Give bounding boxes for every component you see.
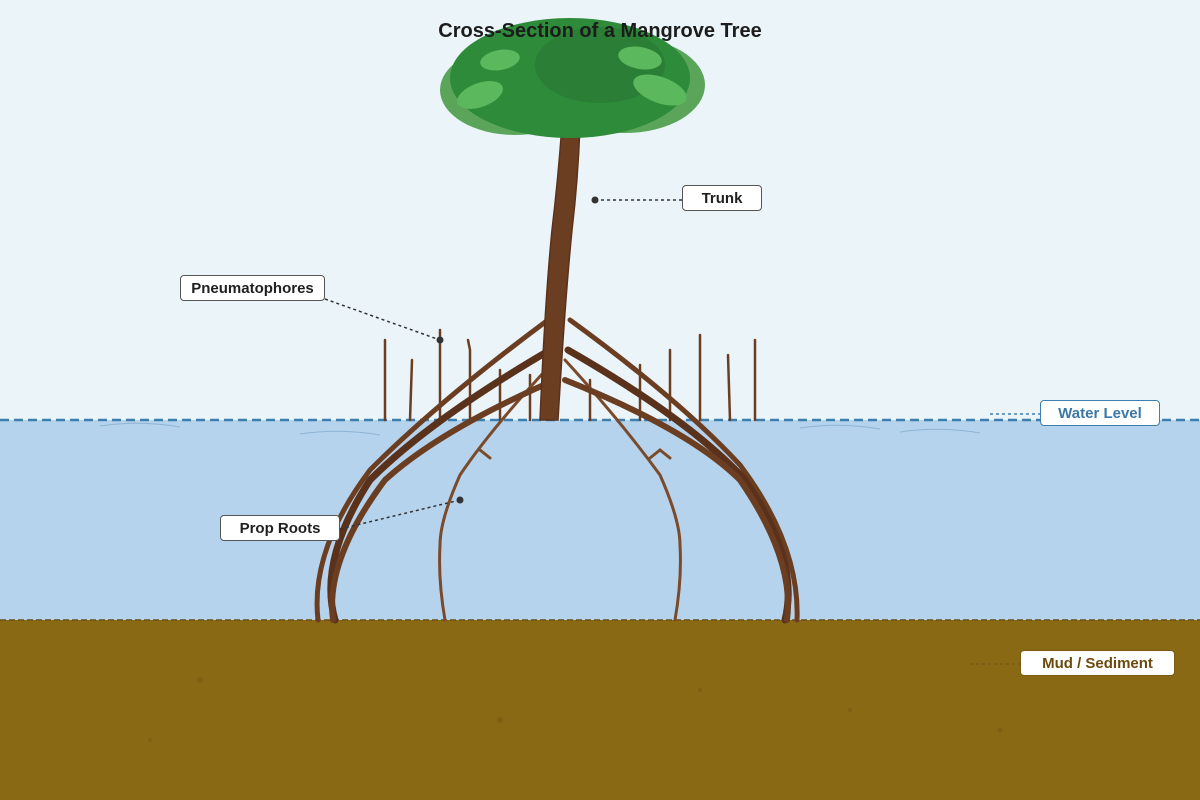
pneumatophores-label: Pneumatophores: [180, 275, 325, 301]
trunk-label: Trunk: [682, 185, 762, 211]
water-ripples: [99, 422, 981, 436]
pneumatophores-leader: [324, 298, 444, 344]
mud-specks: [148, 677, 1003, 742]
water-level-label: Water Level: [1040, 400, 1160, 426]
canopy: [440, 18, 705, 138]
mud-sediment-label: Mud / Sediment: [1020, 650, 1175, 676]
prop-roots: [314, 317, 800, 624]
trunk: [539, 124, 581, 421]
water-region: [0, 420, 1200, 620]
trunk-leader: [591, 196, 682, 204]
prop-roots-leader: [339, 496, 464, 530]
prop-roots-label: Prop Roots: [220, 515, 340, 541]
diagram-title: Cross-Section of a Mangrove Tree: [438, 20, 762, 42]
inner-roots: [438, 358, 682, 622]
mud-region: [0, 620, 1200, 800]
